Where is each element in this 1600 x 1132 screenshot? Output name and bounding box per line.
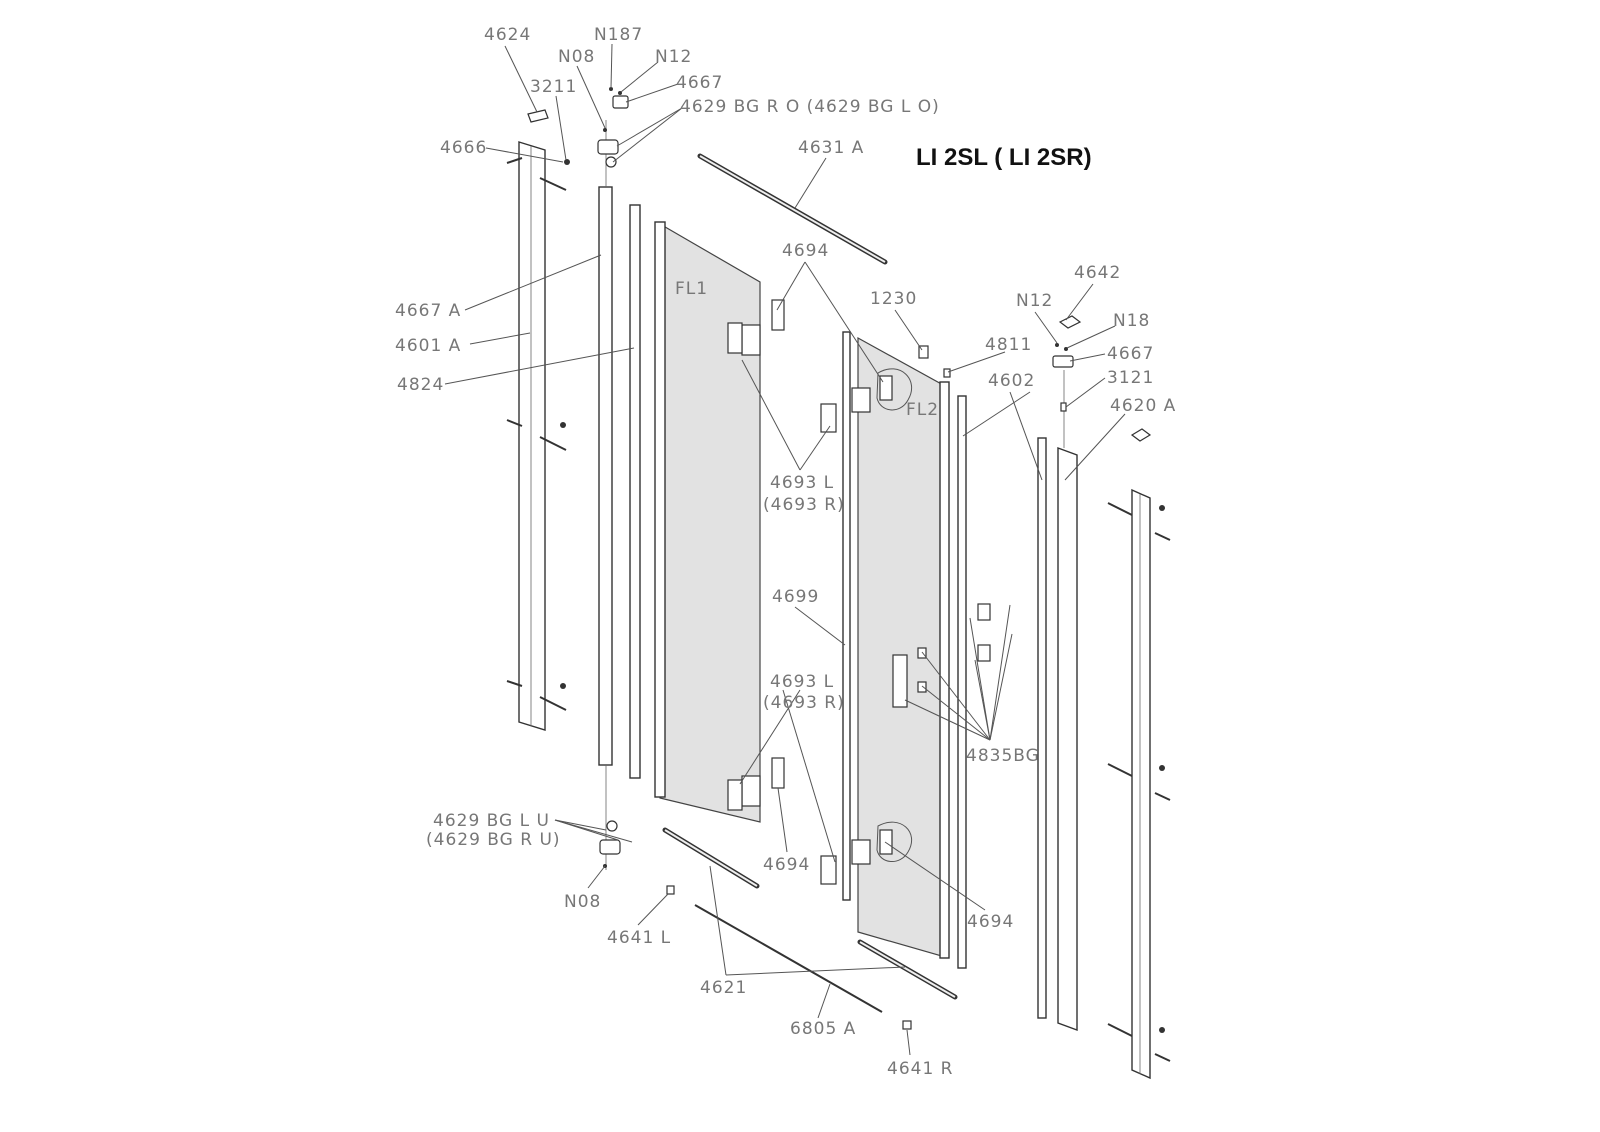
wall-profile-right xyxy=(1131,488,1151,1080)
cap-4642 xyxy=(1058,315,1082,329)
leader-lines xyxy=(444,43,1126,1056)
hinge-lower-fl2 xyxy=(851,821,913,865)
bushing-top xyxy=(605,156,617,168)
hinge-lower-fl1 xyxy=(727,757,837,885)
label-fl1: FL1 xyxy=(675,279,708,299)
label-4699: 4699 xyxy=(772,587,819,607)
rail-4631a xyxy=(697,153,888,265)
profile-4699 xyxy=(842,331,851,901)
label-4824: 4824 xyxy=(397,375,444,395)
hinge-block-4667-right xyxy=(1052,355,1074,368)
label-4667-right: 4667 xyxy=(1107,344,1154,364)
label-4620a: 4620 A xyxy=(1110,396,1176,416)
label-4694-lower-right: 4694 xyxy=(967,912,1014,932)
bushing-bottom xyxy=(606,820,618,832)
label-n18: N18 xyxy=(1113,311,1150,331)
screws xyxy=(506,157,1171,1062)
profile-4602-b xyxy=(1037,437,1047,1019)
glass-panel-fl2 xyxy=(857,336,946,958)
clip-3121 xyxy=(1060,402,1067,412)
label-4693-upper-2: (4693 R) xyxy=(763,495,845,515)
label-4624: 4624 xyxy=(484,25,531,45)
glass-panel-fl1 xyxy=(659,222,761,823)
label-4694-lower-left: 4694 xyxy=(763,855,810,875)
stopper-4641l xyxy=(666,885,675,895)
label-4693-lower-2: (4693 R) xyxy=(763,693,845,713)
clip-1230 xyxy=(918,345,929,359)
label-4621: 4621 xyxy=(700,978,747,998)
label-4666: 4666 xyxy=(440,138,487,158)
label-3211: 3211 xyxy=(530,77,577,97)
label-4693-lower-1: 4693 L xyxy=(770,672,834,692)
label-4629-top: 4629 BG R O (4629 BG L O) xyxy=(680,97,940,117)
diagram-title: LI 2SL ( LI 2SR) xyxy=(916,144,1092,171)
profile-4824 xyxy=(629,204,641,779)
rail-4621-left xyxy=(662,827,760,889)
label-4642: 4642 xyxy=(1074,263,1121,283)
label-4667-top: 4667 xyxy=(676,73,723,93)
profile-4601a xyxy=(518,141,546,731)
profile-4667a xyxy=(598,186,613,766)
cap-4620a xyxy=(1130,428,1152,442)
label-4641r: 4641 R xyxy=(887,1059,953,1079)
hinge-block-bottom xyxy=(599,839,621,855)
label-fl2: FL2 xyxy=(906,400,939,420)
hinge-block-4667-top xyxy=(612,95,629,109)
hinge-upper-fl1 xyxy=(727,299,837,433)
label-6805a: 6805 A xyxy=(790,1019,856,1039)
hinge-block-top xyxy=(597,139,619,155)
stopper-4641r xyxy=(902,1020,912,1030)
seal-6805a xyxy=(694,904,883,1013)
label-4694-top: 4694 xyxy=(782,241,829,261)
label-4601a: 4601 A xyxy=(395,336,461,356)
label-3121: 3121 xyxy=(1107,368,1154,388)
profile-fl2-edge xyxy=(939,381,950,959)
label-4629-bottom-2: (4629 BG R U) xyxy=(426,830,561,850)
cap-4624 xyxy=(527,109,549,123)
label-n12-top: N12 xyxy=(655,47,692,67)
label-4835bg: 4835BG xyxy=(966,746,1040,766)
profile-fl1-hinge xyxy=(654,221,666,798)
profile-4602-a xyxy=(957,395,967,969)
label-4641l: 4641 L xyxy=(607,928,671,948)
label-n187: N187 xyxy=(594,25,643,45)
label-4631a: 4631 A xyxy=(798,138,864,158)
label-4811: 4811 xyxy=(985,335,1032,355)
rail-4621-right xyxy=(857,939,958,1000)
label-1230: 1230 xyxy=(870,289,917,309)
label-4693-upper-1: 4693 L xyxy=(770,473,834,493)
label-n08-bottom: N08 xyxy=(564,892,601,912)
label-n12-right: N12 xyxy=(1016,291,1053,311)
handle-4835bg xyxy=(892,603,991,708)
label-n08-top: N08 xyxy=(558,47,595,67)
label-4667a: 4667 A xyxy=(395,301,461,321)
stopper-4811 xyxy=(943,368,951,378)
label-4602: 4602 xyxy=(988,371,1035,391)
profile-4620a xyxy=(1057,446,1078,1032)
label-4629-bottom-1: 4629 BG L U xyxy=(433,811,550,831)
